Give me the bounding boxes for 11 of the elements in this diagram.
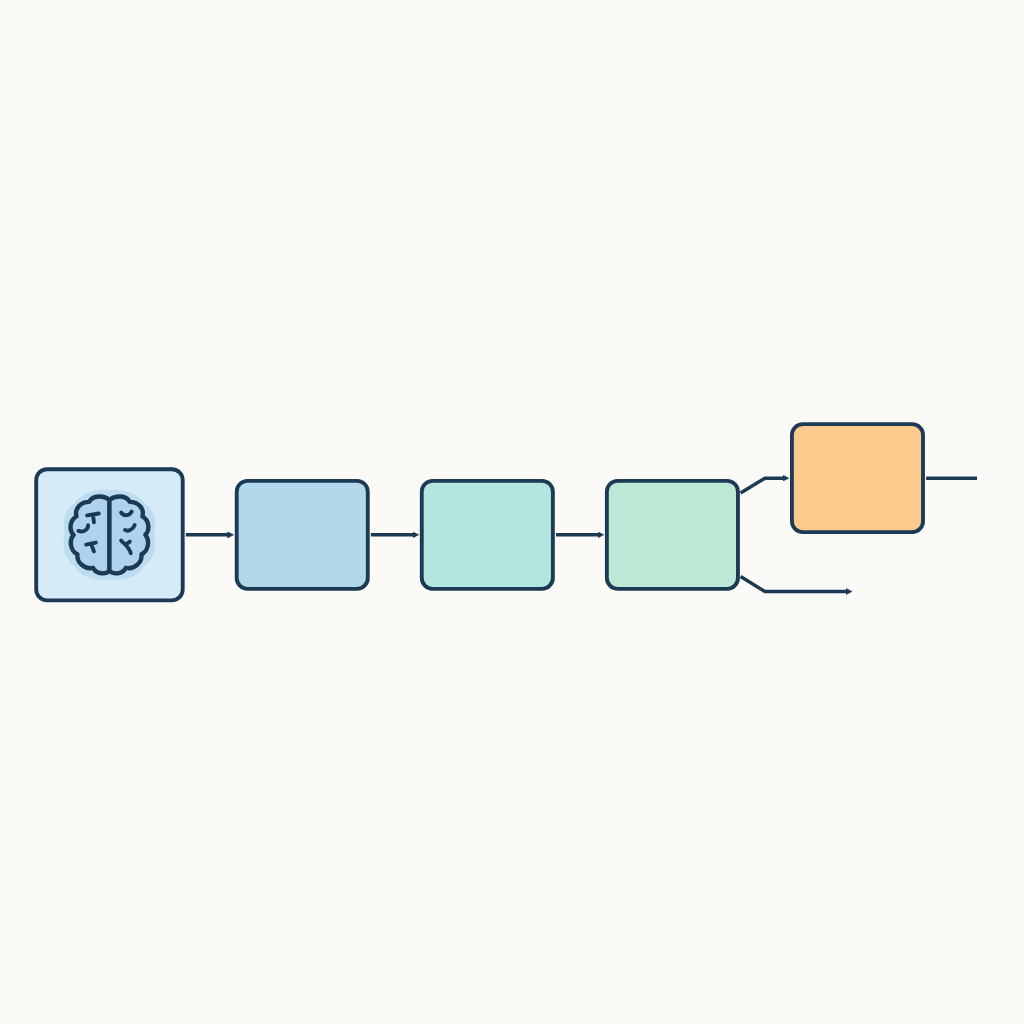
arrow: [555, 531, 605, 538]
process-box: [604, 478, 740, 591]
process-box: [234, 478, 370, 591]
connector-line: [926, 476, 977, 480]
picture-frame: [34, 467, 185, 603]
arrow: [185, 531, 234, 538]
arrow: [739, 574, 853, 595]
process-box: [790, 421, 925, 534]
process-box: [419, 478, 555, 591]
arrow: [370, 531, 419, 538]
arrow: [739, 474, 790, 495]
